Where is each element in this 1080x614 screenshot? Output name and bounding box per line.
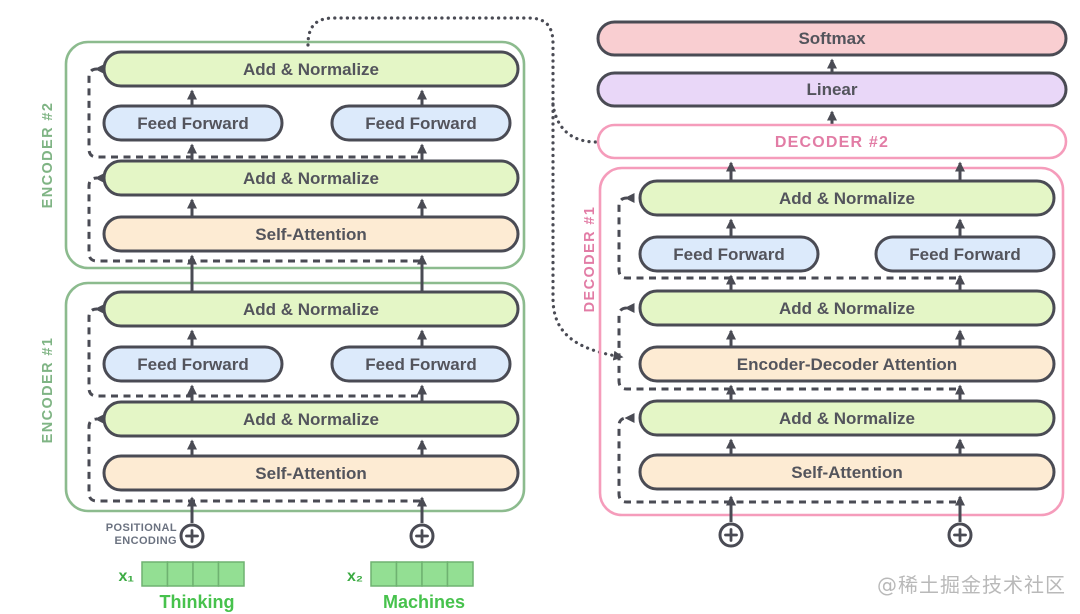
add-normalize-label: Add & Normalize <box>779 189 915 208</box>
linear-label: Linear <box>806 80 857 99</box>
embedding-vector <box>141 561 245 587</box>
vector-cell <box>421 561 449 587</box>
feed-forward-pill <box>638 235 820 273</box>
add-normalize-label: Add & Normalize <box>779 409 915 428</box>
enc-dec-attention-label: Encoder-Decoder Attention <box>737 355 957 374</box>
add-normalize-pill <box>102 290 520 328</box>
feed-forward-pill <box>874 235 1056 273</box>
input-word: Thinking <box>160 592 235 612</box>
encoder-1-residual-attention <box>87 414 420 503</box>
output-stack: Softmax Linear DECODER #2 <box>596 20 1068 160</box>
encoder-1: ENCODER #1 Add & Normalize Feed Forward … <box>40 254 526 523</box>
add-normalize-label: Add & Normalize <box>779 299 915 318</box>
vector-cell <box>192 561 220 587</box>
encoder-2-residual-ff <box>87 64 418 159</box>
encoder-to-enc-dec-attention-dotted-arrow <box>306 16 624 361</box>
vector-cell <box>446 561 474 587</box>
vector-cell <box>370 561 398 587</box>
encoder-2: ENCODER #2 Add & Normalize Feed Forward … <box>40 40 526 270</box>
self-attention-pill <box>638 453 1056 491</box>
input-embedding-x2: x₂ Machines <box>347 561 474 612</box>
add-normalize-pill <box>638 179 1056 217</box>
add-normalize-pill <box>638 289 1056 327</box>
feed-forward-pill <box>330 104 512 142</box>
x2-label: x₂ <box>347 568 363 585</box>
encoder-1-arrows <box>187 254 427 523</box>
self-attention-pill <box>102 215 520 253</box>
add-normalize-label: Add & Normalize <box>243 169 379 188</box>
decoder-1-arrows <box>726 161 965 522</box>
feed-forward-label: Feed Forward <box>365 355 476 374</box>
encoder-output-connection <box>306 16 624 361</box>
add-normalize-label: Add & Normalize <box>243 300 379 319</box>
positional-encoding-line1: POSITIONAL <box>106 522 177 534</box>
feed-forward-pill <box>102 104 284 142</box>
encoder-2-residual-attention <box>87 173 420 263</box>
encoder-2-arrows <box>187 89 427 216</box>
vector-cell <box>166 561 194 587</box>
encoder-2-label: ENCODER #2 <box>40 102 56 209</box>
encoder-1-residual-ff <box>87 304 418 398</box>
feed-forward-label: Feed Forward <box>137 355 248 374</box>
embedding-vector <box>370 561 474 587</box>
decoder-2-pill <box>596 123 1068 160</box>
plus-circle-icon <box>718 522 744 548</box>
positional-encoding-line2: ENCODING <box>115 535 177 547</box>
encoder-1-residual-paths <box>87 304 420 503</box>
feed-forward-label: Feed Forward <box>365 114 476 133</box>
encoder-2-residual-paths <box>87 64 420 263</box>
decoder-1-residual-enc-dec-attention <box>617 303 956 391</box>
self-attention-label: Self-Attention <box>791 463 902 482</box>
plus-circle-icon <box>409 523 435 549</box>
encoder-2-container <box>64 40 526 270</box>
softmax-pill <box>596 20 1068 57</box>
add-normalize-label: Add & Normalize <box>243 410 379 429</box>
add-normalize-label: Add & Normalize <box>243 60 379 79</box>
decoder-1-residual-paths <box>617 193 956 504</box>
x1-label: x₁ <box>118 568 134 585</box>
feed-forward-label: Feed Forward <box>673 245 784 264</box>
vector-cell <box>395 561 423 587</box>
decoder-1-residual-self-attention <box>617 413 956 504</box>
encoder-1-container <box>64 281 526 513</box>
add-normalize-pill <box>102 400 520 438</box>
decoder-2-label: DECODER #2 <box>775 134 889 151</box>
input-embedding-x1: x₁ Thinking <box>118 561 245 612</box>
decoder-1-residual-ff <box>617 193 956 280</box>
input-word: Machines <box>383 592 465 612</box>
self-attention-label: Self-Attention <box>255 464 366 483</box>
linear-pill <box>596 71 1068 108</box>
positional-encoding: POSITIONAL ENCODING <box>106 522 973 549</box>
plus-circle-icon <box>179 523 205 549</box>
encoder-to-decoder2-dotted-arrow <box>551 102 620 147</box>
add-normalize-pill <box>102 159 520 197</box>
encoder-1-label: ENCODER #1 <box>40 337 56 444</box>
decoder-1: DECODER #1 Add & Normalize Feed For <box>582 161 1065 522</box>
feed-forward-pill <box>102 345 284 383</box>
self-attention-pill <box>102 454 520 492</box>
feed-forward-label: Feed Forward <box>909 245 1020 264</box>
decoder-1-container <box>598 166 1065 517</box>
vector-cell <box>141 561 169 587</box>
enc-dec-attention-pill <box>638 345 1056 383</box>
plus-circle-icon <box>947 522 973 548</box>
feed-forward-pill <box>330 345 512 383</box>
add-normalize-pill <box>638 399 1056 437</box>
feed-forward-label: Feed Forward <box>137 114 248 133</box>
softmax-label: Softmax <box>798 29 866 48</box>
self-attention-label: Self-Attention <box>255 225 366 244</box>
decoder-1-label: DECODER #1 <box>582 206 598 313</box>
add-normalize-pill <box>102 50 520 88</box>
vector-cell <box>217 561 245 587</box>
watermark: @稀土掘金技术社区 <box>877 573 1066 597</box>
